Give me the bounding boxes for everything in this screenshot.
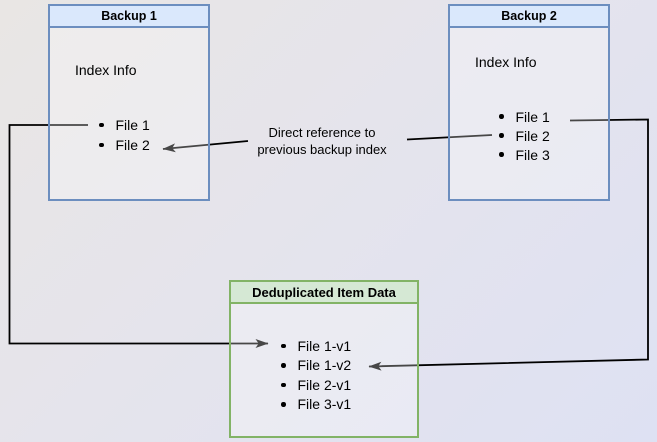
dedup-header: Deduplicated Item Data [231,282,417,304]
file-label: File 1 [515,108,550,125]
edge-label-direct-reference: Direct reference to previous backup inde… [236,124,408,158]
list-item: File 2 [99,135,150,155]
backup2-file-list: File 1 File 2 File 3 [499,107,550,164]
deduplicated-item-data-box: Deduplicated Item Data File 1-v1 File 1-… [229,280,419,438]
file-label: File 2 [115,137,150,153]
bullet-icon [99,122,104,128]
bullet-icon [99,142,104,148]
bullet-icon [281,402,286,407]
backup2-title: Backup 2 [501,9,557,23]
bullet-icon [499,114,504,119]
list-item: File 1 [99,115,150,135]
backup1-box: Backup 1 Index Info File 1 File 2 [48,4,210,201]
edge-reference-left-segment [162,140,249,153]
file-label: File 3 [515,146,550,163]
file-label: File 1-v2 [297,357,352,374]
list-item: File 3 [499,145,550,164]
list-item: File 3-v1 [281,395,351,415]
backup1-header: Backup 1 [50,6,208,28]
backup2-header: Backup 2 [450,6,608,28]
bullet-icon [281,343,286,348]
file-label: File 1 [115,117,150,133]
file-label: File 3-v1 [297,396,352,413]
list-item: File 1 [499,107,550,126]
backup1-title: Backup 1 [101,9,157,23]
file-label: File 2 [515,127,550,144]
file-label: File 2-v1 [297,376,352,393]
dedup-title: Deduplicated Item Data [252,284,396,300]
backup1-index-info-label: Index Info [75,62,137,78]
edge-label-line2: previous backup index [257,142,387,157]
bullet-icon [281,382,286,387]
bullet-icon [499,133,504,138]
file-label: File 1-v1 [297,337,352,354]
bullet-icon [281,363,286,368]
bullet-icon [499,152,504,157]
list-item: File 2 [499,126,550,145]
list-item: File 1-v2 [281,356,351,376]
backup2-box: Backup 2 Index Info File 1 File 2 File 3 [448,4,610,201]
edge-label-line1: Direct reference to [268,125,376,140]
backup1-file-list: File 1 File 2 [99,115,150,155]
backup2-index-info-label: Index Info [475,54,537,70]
list-item: File 2-v1 [281,375,351,395]
list-item: File 1-v1 [281,336,351,356]
dedup-file-list: File 1-v1 File 1-v2 File 2-v1 File 3-v1 [281,336,351,414]
